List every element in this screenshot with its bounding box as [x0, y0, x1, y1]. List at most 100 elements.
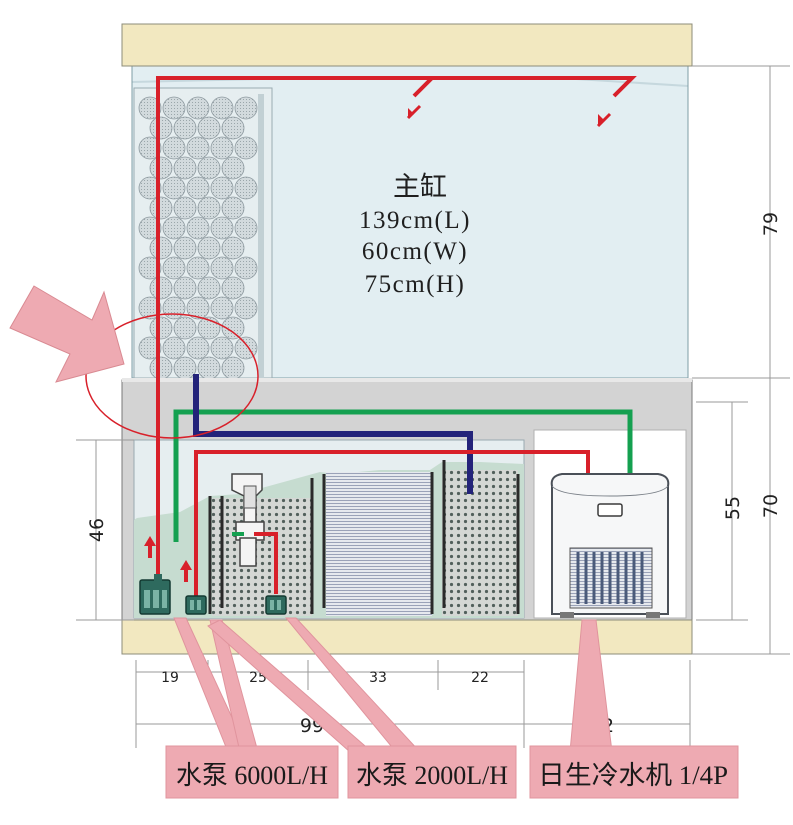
- tank-length: 139cm(L): [359, 207, 471, 234]
- bioball: [149, 156, 173, 180]
- bioball: [186, 96, 210, 120]
- bioball: [234, 296, 258, 320]
- bioball: [210, 256, 234, 280]
- callout-wedges: [173, 617, 613, 753]
- callout-chiller-text: 日生冷水机 1/4P: [538, 761, 728, 790]
- bioball: [186, 216, 210, 240]
- bioball: [149, 196, 173, 220]
- bioball: [173, 316, 197, 340]
- dim-33: 33: [369, 670, 387, 686]
- red-skimmer-pipe: [254, 532, 278, 594]
- bioball: [162, 336, 186, 360]
- bioball: [234, 96, 258, 120]
- bioballs: [138, 96, 258, 380]
- bioball: [162, 216, 186, 240]
- bioball: [197, 156, 221, 180]
- bioball: [162, 176, 186, 200]
- bioball: [138, 136, 162, 160]
- bioball: [210, 216, 234, 240]
- bioball: [210, 176, 234, 200]
- bioball: [173, 236, 197, 260]
- bioball: [197, 276, 221, 300]
- bioball: [186, 336, 210, 360]
- bioball: [138, 296, 162, 320]
- callout-pump-small: 水泵 2000L/H: [347, 745, 517, 799]
- bioball: [221, 236, 245, 260]
- bioball: [210, 96, 234, 120]
- bioball: [186, 176, 210, 200]
- bioball: [221, 276, 245, 300]
- dim-22: 22: [471, 670, 489, 686]
- flow-up-arrows: [144, 536, 192, 582]
- bioball: [221, 196, 245, 220]
- bioball: [162, 296, 186, 320]
- bioball: [234, 256, 258, 280]
- bioball: [186, 296, 210, 320]
- bioball: [138, 176, 162, 200]
- bioball: [173, 156, 197, 180]
- bioball: [149, 116, 173, 140]
- bioball: [149, 356, 173, 380]
- filter-mat: [326, 472, 432, 616]
- bioball: [221, 156, 245, 180]
- callout-pump-main-text: 水泵 6000L/H: [176, 761, 328, 790]
- tank-width: 60cm(W): [362, 238, 468, 265]
- bioball: [221, 116, 245, 140]
- bioball: [234, 176, 258, 200]
- dim-79: 79: [760, 212, 782, 236]
- bioball: [138, 216, 162, 240]
- sump-tank: [133, 439, 525, 619]
- bioball: [173, 196, 197, 220]
- bioball: [221, 316, 245, 340]
- bioball: [234, 136, 258, 160]
- red-chiller-pipe: [194, 450, 590, 598]
- chiller-unit: [550, 473, 670, 618]
- callout-pump-small-text: 水泵 2000L/H: [356, 761, 508, 790]
- bioball: [149, 316, 173, 340]
- pump-2000-a: [185, 595, 207, 615]
- dim-70: 70: [760, 494, 782, 518]
- bioball: [197, 196, 221, 220]
- bioball: [210, 136, 234, 160]
- red-return-branch: [432, 76, 637, 98]
- dim-46: 46: [86, 518, 108, 542]
- green-pipe: [173, 409, 633, 542]
- outflow-arrows: [406, 104, 612, 128]
- bioball: [197, 356, 221, 380]
- bioball: [138, 96, 162, 120]
- bioball: [197, 236, 221, 260]
- bioball: [162, 136, 186, 160]
- bioball-filter: [133, 87, 273, 380]
- dim-19: 19: [161, 670, 179, 686]
- cabinet-base: [121, 619, 693, 655]
- chiller-vents: [576, 552, 644, 604]
- bioball: [149, 236, 173, 260]
- bioball: [210, 296, 234, 320]
- bioball: [162, 256, 186, 280]
- pump-6000: [139, 574, 171, 615]
- tank-height: 75cm(H): [365, 271, 466, 298]
- pipes: [156, 76, 637, 598]
- bioball: [162, 96, 186, 120]
- bioball: [173, 116, 197, 140]
- bioball: [197, 116, 221, 140]
- bioball: [221, 356, 245, 380]
- bioball: [173, 276, 197, 300]
- bioball: [186, 256, 210, 280]
- bioball: [210, 336, 234, 360]
- pointer-arrow: [9, 285, 125, 383]
- dim-55: 55: [722, 496, 744, 520]
- main-tank-label: 主缸 139cm(L) 60cm(W) 75cm(H): [359, 172, 471, 298]
- bioball: [149, 276, 173, 300]
- bioball: [186, 136, 210, 160]
- bioball: [234, 216, 258, 240]
- bioball: [138, 256, 162, 280]
- bioball: [173, 356, 197, 380]
- filter-sponge: [212, 498, 312, 616]
- highlight-circle: [85, 313, 259, 439]
- tank-lid: [121, 23, 693, 67]
- callout-chiller: 日生冷水机 1/4P: [529, 745, 739, 799]
- bioball: [138, 336, 162, 360]
- red-return-pipe: [156, 76, 437, 586]
